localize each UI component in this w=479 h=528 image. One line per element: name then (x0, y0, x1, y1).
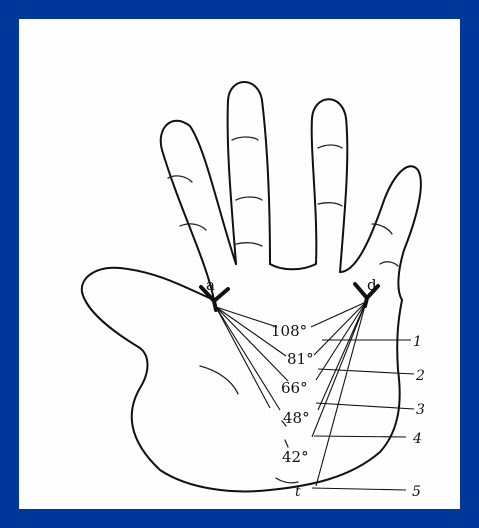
angle-label-1: 108° (271, 322, 307, 340)
angle-label-5: 42° (282, 448, 309, 466)
triradius-a-label: a (206, 276, 215, 294)
index-label-5: 5 (412, 484, 421, 500)
triradius-d-label: d (367, 276, 377, 294)
index-label-1: 1 (413, 334, 422, 350)
index-label-4: 4 (412, 431, 422, 447)
angle-label-4: 48° (283, 409, 310, 427)
point-t-label: t (295, 484, 301, 500)
angle-label-2: 81° (287, 350, 314, 368)
lines-from-d (311, 302, 366, 486)
index-label-2: 2 (415, 368, 425, 384)
angle-label-3: 66° (281, 379, 308, 397)
index-label-3: 3 (416, 402, 425, 418)
